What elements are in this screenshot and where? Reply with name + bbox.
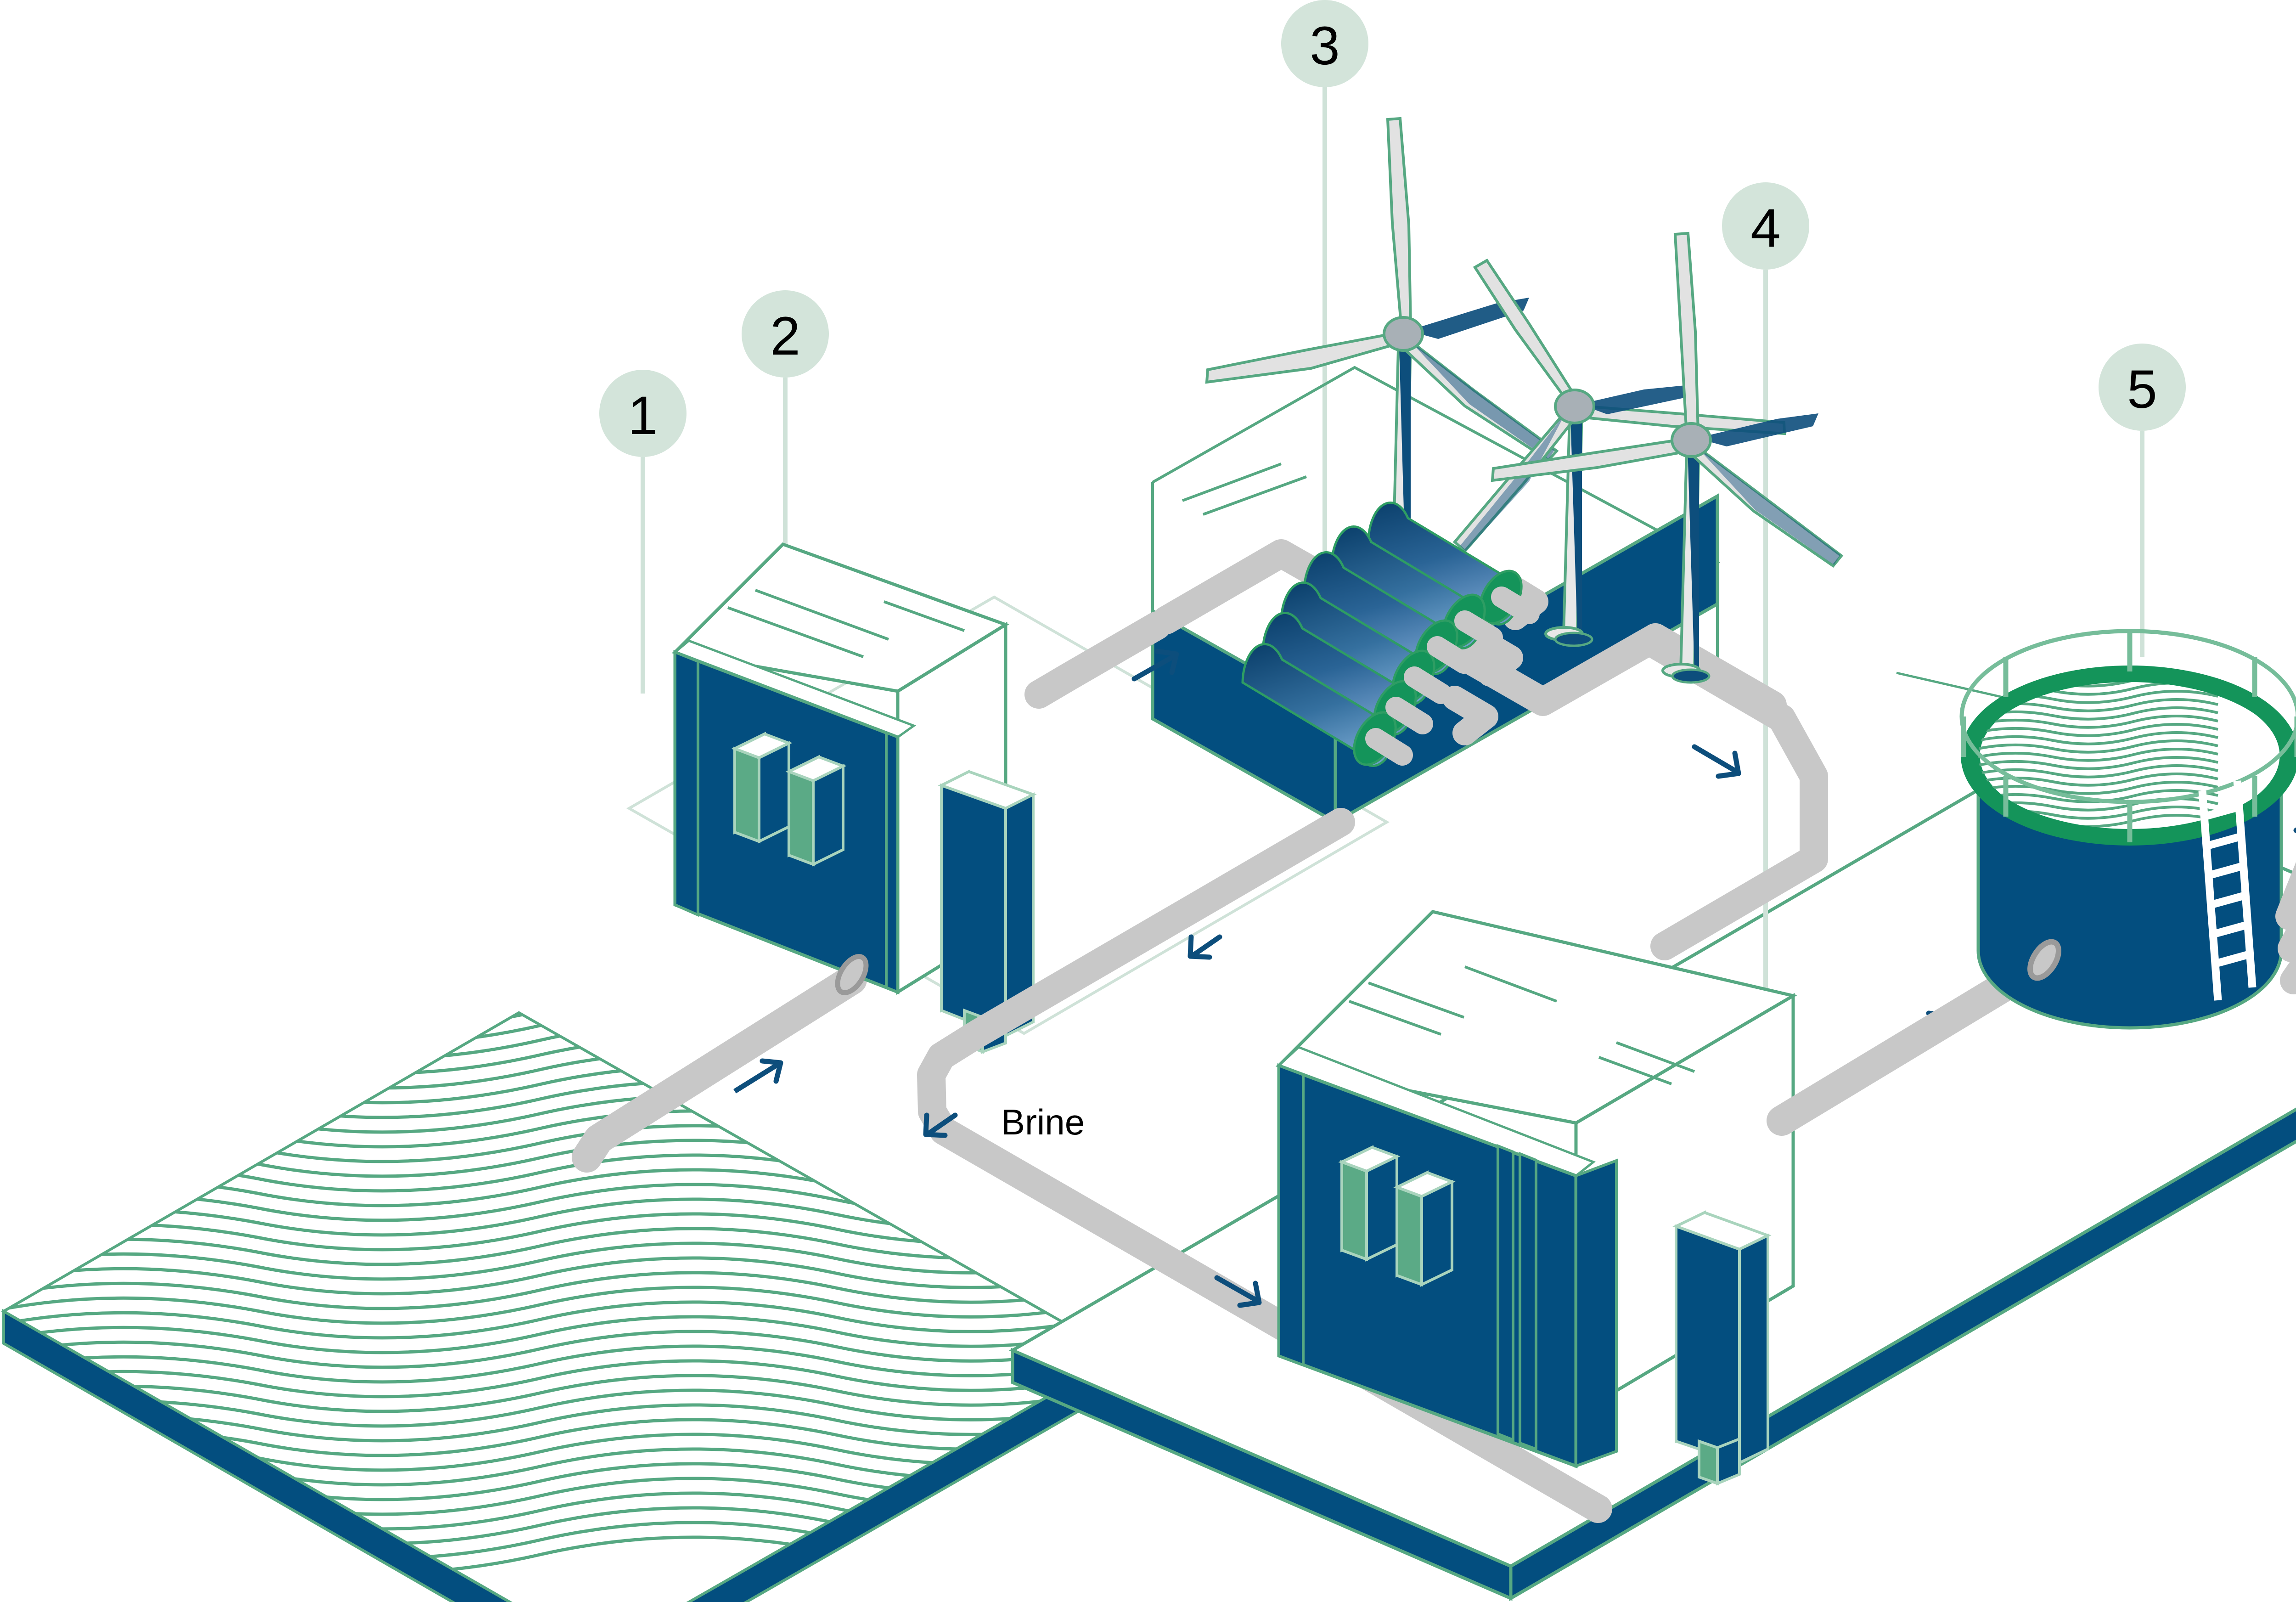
callout-leader-lines-thin: [1896, 671, 2007, 699]
callout-badge-1[interactable]: 1: [599, 370, 687, 457]
callout-badge-5[interactable]: 5: [2099, 344, 2186, 431]
seawater-intake-pipe: [572, 958, 867, 1173]
callout-badge-1-label: 1: [628, 385, 658, 446]
flow-arrow-brine-label: [923, 1112, 958, 1138]
callout-badge-3[interactable]: 3: [1281, 0, 1368, 87]
brine-flow-label: Brine: [1001, 1102, 1085, 1142]
pipe-to-pump-building: [1641, 623, 1787, 719]
callout-badge-2-label: 2: [770, 306, 800, 367]
callout-badge-3-label: 3: [1310, 16, 1340, 76]
flow-arrow-from-ro: [1692, 744, 1741, 779]
wind-turbine: [1491, 231, 1844, 684]
callout-badge-4-label: 4: [1750, 198, 1781, 259]
flow-arrow-intake: [733, 1058, 783, 1094]
wind-turbine-group: [1205, 117, 1844, 684]
callout-badge-2[interactable]: 2: [742, 290, 829, 378]
sea-water-surface: [0, 1011, 1124, 1602]
callout-badge-5-label: 5: [2127, 359, 2157, 420]
pretreatment-building: [671, 542, 1037, 1054]
flow-arrow-brine-upper: [1187, 934, 1222, 960]
flow-arrow-brine-lower: [1214, 1275, 1262, 1308]
callout-badges: 1 2 3 4 5 6: [599, 0, 2186, 457]
callout-badge-4[interactable]: 4: [1722, 182, 1809, 270]
high-pressure-pump-building: [1275, 910, 1798, 1486]
ro-vessel-bank: [1241, 502, 1548, 767]
wind-turbine: [1452, 258, 1786, 647]
tank-railing-posts: [1961, 631, 2296, 842]
water-storage-tank: [1959, 629, 2296, 1030]
flow-arrow-to-ro: [1131, 649, 1179, 682]
distribution-pipe-group: [2275, 827, 2296, 994]
tank-ladder: [2198, 780, 2257, 1001]
